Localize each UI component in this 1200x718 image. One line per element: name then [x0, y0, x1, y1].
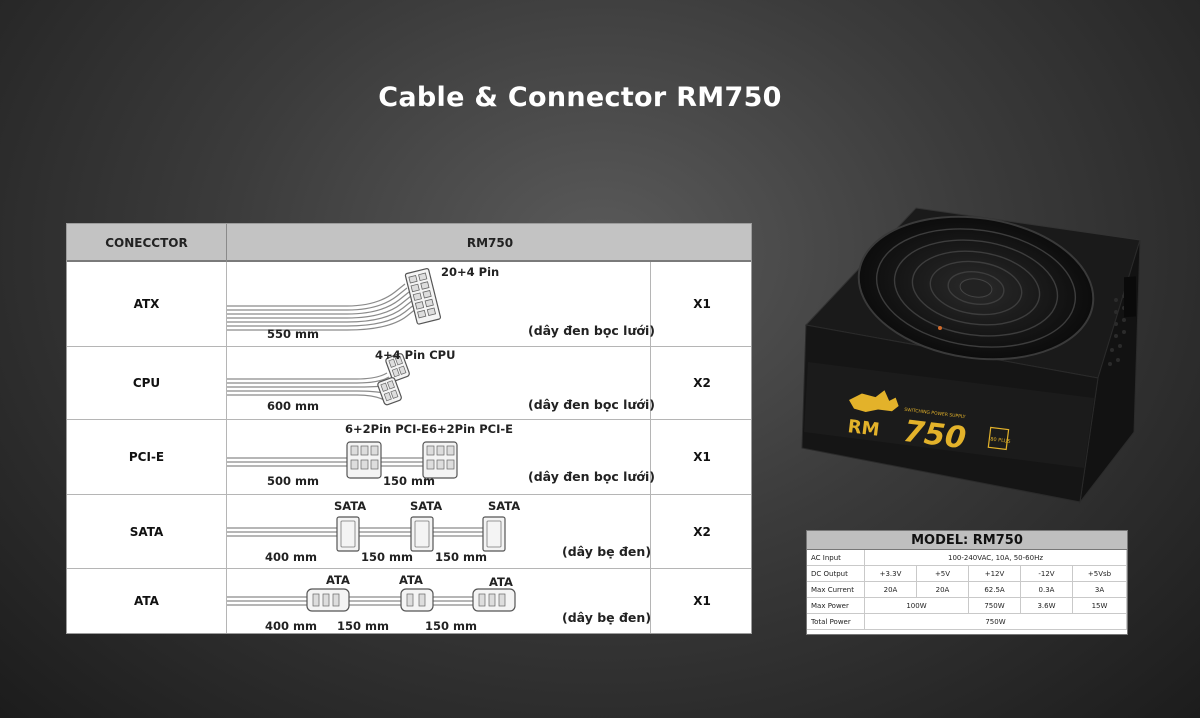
cpu-connector-plug: [385, 353, 410, 382]
table-row-ata: ATA ATA ATA: [67, 569, 751, 633]
power-12v: 750W: [969, 598, 1021, 614]
power-neg12v: 3.6W: [1021, 598, 1073, 614]
connector-qty: X1: [693, 594, 711, 608]
pcie-length-label: 500 mm: [267, 474, 319, 488]
max-power-label: Max Power: [807, 598, 865, 614]
atx-cable-note: (dây đen bọc lưới): [528, 323, 655, 338]
ata-plug-label-1: ATA: [326, 573, 350, 587]
rail-5v: +5V: [917, 566, 969, 582]
pcie-cable-note: (dây đen bọc lưới): [528, 469, 655, 484]
dc-output-label: DC Output: [807, 566, 865, 582]
sata-length-label-2: 150 mm: [361, 550, 413, 564]
efficiency-badge: 80 PLUS: [990, 436, 1011, 444]
sata-cable-note: (dây bẹ đen): [562, 544, 652, 559]
psu-product-image: RM 750 SWITCHING POWER SUPPLY 80 PLUS: [801, 207, 1141, 504]
logo-text: RM: [847, 416, 881, 441]
rail-12v: +12V: [969, 566, 1021, 582]
connector-name: ATA: [67, 569, 227, 633]
ata-length-label-2: 150 mm: [337, 619, 389, 633]
ata-cable-drawing: [227, 588, 516, 612]
ata-plug-label-3: ATA: [489, 575, 513, 589]
cable-illustration-sata: SATA SATA SATA 400 mm 150 mm 150 mm (dây…: [227, 495, 651, 568]
power-5vsb: 15W: [1073, 598, 1127, 614]
current-5v: 20A: [917, 582, 969, 598]
cable-illustration-cpu: 4+4 Pin CPU 600 mm (dây đen bọc lưới): [227, 347, 655, 419]
ac-input-label: AC Input: [807, 550, 865, 566]
pcie-pin-label-2: 6+2Pin PCI-E: [429, 422, 513, 436]
ata-length-label-3: 150 mm: [425, 619, 477, 633]
pcie-connector-plug: [346, 441, 382, 479]
connector-qty: X1: [693, 450, 711, 464]
connector-qty: X2: [693, 376, 711, 390]
current-3v3: 20A: [865, 582, 917, 598]
table-row-cpu: CPU: [67, 347, 751, 420]
connector-qty: X2: [693, 524, 711, 539]
sata-plug-label-3: SATA: [488, 499, 521, 513]
current-5vsb: 3A: [1073, 582, 1127, 598]
connector-name: SATA: [67, 495, 227, 568]
max-current-label: Max Current: [807, 582, 865, 598]
ata-plug-label-2: ATA: [399, 573, 423, 587]
rail-5vsb: +5Vsb: [1073, 566, 1127, 582]
atx-cable-drawing: [227, 268, 442, 331]
pcie-length-label-2: 150 mm: [383, 474, 435, 488]
cable-illustration-pcie: 6+2Pin PCI-E 6+2Pin PCI-E 500 mm 150 mm …: [227, 420, 655, 494]
table-row-sata: SATA SATA SATA: [67, 495, 751, 569]
cpu-length-label: 600 mm: [267, 399, 319, 413]
table-header: CONECCTOR RM750: [67, 224, 751, 262]
header-connector: CONECCTOR: [67, 224, 227, 262]
total-power-value: 750W: [865, 614, 1127, 630]
sata-cable-drawing: [227, 516, 506, 552]
sata-plug-label-2: SATA: [410, 499, 443, 513]
ac-input-value: 100-240VAC, 10A, 50-60Hz: [865, 550, 1127, 566]
fan-grill-icon: [857, 215, 1095, 361]
spec-title: MODEL: RM750: [807, 531, 1127, 550]
current-12v: 62.5A: [969, 582, 1021, 598]
cpu-cable-drawing: [227, 353, 410, 406]
sata-length-label: 400 mm: [265, 550, 317, 564]
atx-connector-plug: [404, 268, 442, 325]
cable-illustration-ata: ATA ATA ATA 400 mm 150 mm 150 mm (dây bẹ…: [227, 569, 651, 633]
sata-connector-plug: [336, 516, 506, 552]
cable-illustration-atx: 20+4 Pin 550 mm (dây đen bọc lưới): [227, 262, 655, 346]
sata-length-label-3: 150 mm: [435, 550, 487, 564]
current-neg12v: 0.3A: [1021, 582, 1073, 598]
sata-plug-label-1: SATA: [334, 499, 367, 513]
table-row-atx: ATX: [67, 262, 751, 347]
connector-name: ATX: [67, 262, 227, 346]
atx-length-label: 550 mm: [267, 327, 319, 341]
page-title: Cable & Connector RM750: [378, 82, 782, 113]
connector-table: CONECCTOR RM750 ATX: [66, 223, 752, 634]
connector-qty: X1: [693, 297, 711, 311]
pcie-pin-label-1: 6+2Pin PCI-E: [345, 422, 429, 436]
atx-pin-label: 20+4 Pin: [441, 265, 500, 279]
pcie-cable-drawing: [227, 441, 458, 479]
logo-number: 750: [901, 414, 967, 456]
power-3v3-5v: 100W: [865, 598, 969, 614]
ata-cable-note: (dây bẹ đen): [562, 610, 652, 625]
table-row-pcie: PCI-E: [67, 420, 751, 495]
total-power-label: Total Power: [807, 614, 865, 630]
rail-3v3: +3.3V: [865, 566, 917, 582]
connector-name: CPU: [67, 347, 227, 419]
cpu-cable-note: (dây đen bọc lưới): [528, 397, 655, 412]
spec-table: MODEL: RM750 AC Input 100-240VAC, 10A, 5…: [806, 530, 1128, 635]
spec-grid: AC Input 100-240VAC, 10A, 50-60Hz DC Out…: [807, 550, 1127, 630]
connector-name: PCI-E: [67, 420, 227, 494]
cpu-pin-label: 4+4 Pin CPU: [375, 348, 456, 362]
header-model: RM750: [466, 236, 514, 250]
rail-neg12v: -12V: [1021, 566, 1073, 582]
ata-length-label: 400 mm: [265, 619, 317, 633]
